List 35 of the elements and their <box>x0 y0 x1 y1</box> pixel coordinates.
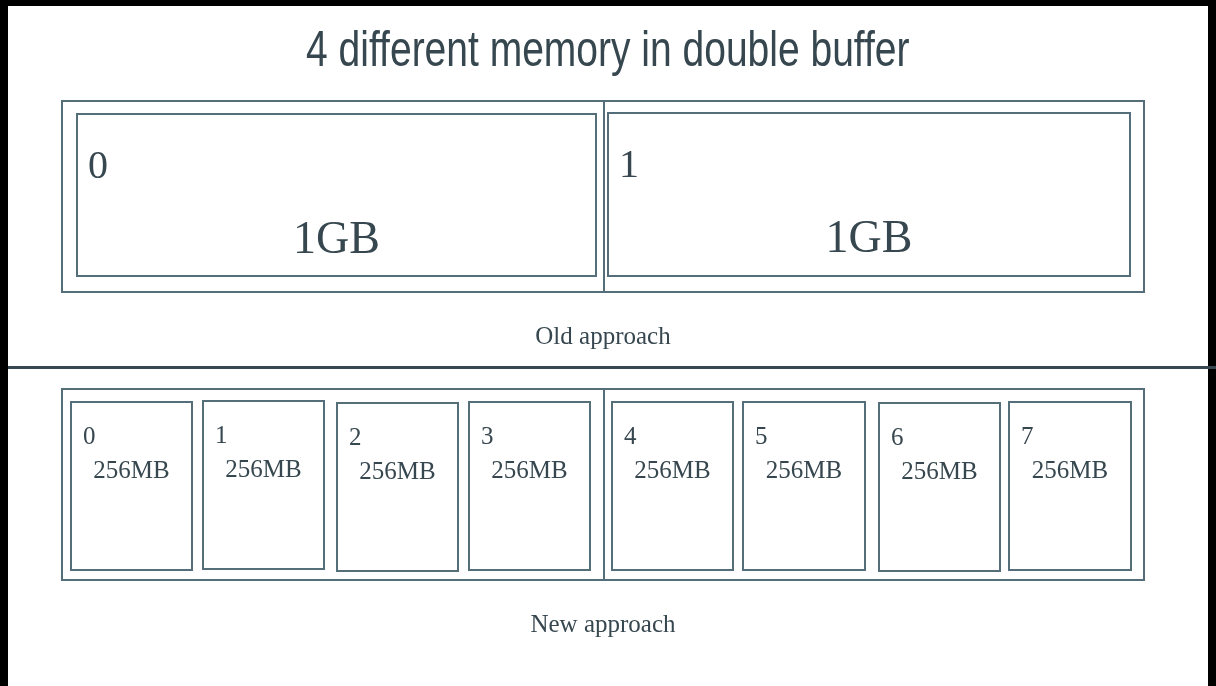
block-number: 1 <box>215 422 228 447</box>
memory-block <box>742 401 866 571</box>
memory-block <box>607 112 1131 277</box>
block-number: 5 <box>755 423 768 448</box>
block-number: 1 <box>619 144 639 184</box>
memory-container-box <box>61 100 1145 293</box>
block-size: 256MB <box>764 457 844 482</box>
node-label: Old approach <box>534 321 672 351</box>
block-size: 256MB <box>358 458 437 483</box>
block-size: 256MB <box>92 457 171 482</box>
memory-block <box>70 401 193 571</box>
block-number: 2 <box>349 424 362 449</box>
memory-block <box>336 402 459 572</box>
memory-block <box>202 400 325 570</box>
block-size: 256MB <box>490 457 569 482</box>
memory-container-box <box>61 388 1145 581</box>
block-number: 4 <box>624 423 637 448</box>
block-size: 256MB <box>1030 457 1110 482</box>
memory-block <box>76 113 597 277</box>
memory-block <box>468 401 591 571</box>
block-size: 256MB <box>224 456 303 481</box>
block-size: 256MB <box>900 458 979 483</box>
block-number: 0 <box>83 423 96 448</box>
memory-block <box>878 402 1001 572</box>
block-number: 0 <box>88 145 108 185</box>
block-size: 1GB <box>824 214 914 260</box>
block-number: 6 <box>891 424 904 449</box>
block-number: 3 <box>481 423 494 448</box>
memory-block <box>1008 401 1132 571</box>
title: 4 different memory in double buffer <box>306 20 910 79</box>
node-label: New approach <box>529 609 677 639</box>
memory-block <box>611 401 734 571</box>
block-size: 256MB <box>633 457 712 482</box>
block-number: 7 <box>1021 423 1034 448</box>
block-size: 1GB <box>292 215 381 261</box>
